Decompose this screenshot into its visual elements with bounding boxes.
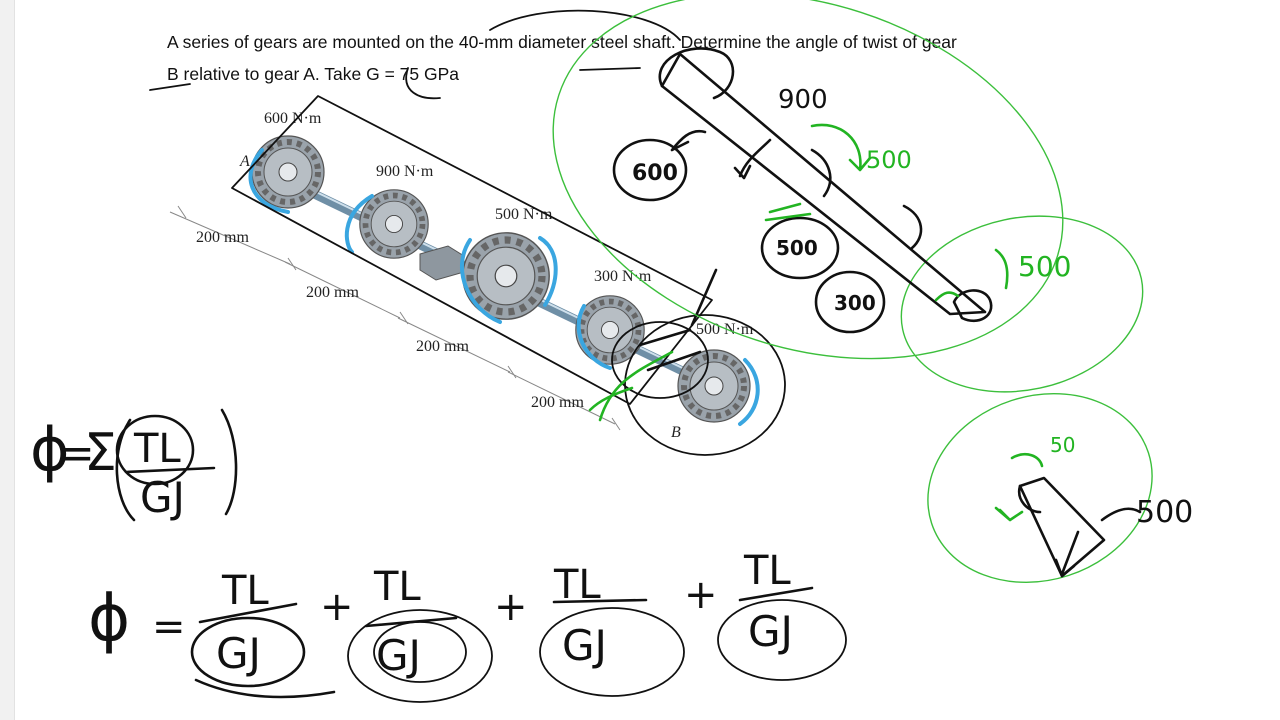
term4-num: TL xyxy=(743,548,791,594)
fbd-label-300: 300 xyxy=(834,291,876,315)
torque-arrows xyxy=(248,148,760,426)
gear-b-circle-sketch xyxy=(611,321,709,399)
formula-expanded: ϕ = TL GJ + TL GJ + TL GJ + TL GJ xyxy=(88,548,847,703)
text-scribbles xyxy=(149,9,681,100)
expanded-eq: = xyxy=(152,604,186,650)
torque-label-500: 500 N·m xyxy=(495,206,553,223)
segment-label-3: 200 mm xyxy=(416,338,469,355)
formula-phi: ϕ xyxy=(30,415,70,485)
free-body-diagram: 900 600 500 500 300 500 xyxy=(612,47,1071,334)
gear-a xyxy=(252,136,324,208)
section-label-500: 500 xyxy=(1136,495,1193,530)
gear-a-label: A xyxy=(239,153,250,170)
formula-num: TL xyxy=(133,426,181,472)
term3-den: GJ xyxy=(562,621,607,670)
dimension-lines xyxy=(169,205,621,431)
fbd-label-500-end: 500 xyxy=(1018,250,1071,283)
expanded-phi: ϕ xyxy=(88,582,130,656)
green-highlights xyxy=(552,0,1153,584)
segment-label-2: 200 mm xyxy=(306,284,359,301)
term4-den: GJ xyxy=(748,607,793,656)
formula-sum: ϕ = Σ TL GJ xyxy=(30,408,238,522)
section-label-50: 50 xyxy=(1050,433,1075,457)
fbd-shaft-sketch xyxy=(660,52,987,316)
gear-b xyxy=(678,350,750,422)
torque-label-300: 300 N·m xyxy=(594,268,652,285)
formula-eq: = xyxy=(58,428,95,479)
page-left-margin xyxy=(0,0,15,720)
segment-label-4: 200 mm xyxy=(531,394,584,411)
formula-den: GJ xyxy=(140,473,185,522)
fbd-label-500-green: 500 xyxy=(866,146,912,174)
shaft-outline-sketch xyxy=(231,95,713,405)
section-sketch: 50 500 xyxy=(994,433,1193,578)
term1-num: TL xyxy=(221,568,269,614)
fbd-label-900: 900 xyxy=(778,85,828,115)
problem-line-1: A series of gears are mounted on the 40-… xyxy=(167,32,957,52)
fbd-label-600: 600 xyxy=(632,161,678,186)
term1-den: GJ xyxy=(216,629,261,678)
shaft-figure: 600 N·m 900 N·m 500 N·m 300 N·m 500 N·m … xyxy=(169,95,786,456)
term2-den: GJ xyxy=(376,631,421,680)
gear-b-circle-sketch-outer xyxy=(624,314,786,456)
formula-sigma: Σ xyxy=(84,423,117,483)
problem-line-2: B relative to gear A. Take G = 75 GPa xyxy=(167,64,459,84)
torque-label-900: 900 N·m xyxy=(376,163,434,180)
gear-2 xyxy=(360,190,428,258)
fbd-label-500-circle: 500 xyxy=(776,236,818,260)
term2-num: TL xyxy=(373,564,421,610)
gear-b-label: B xyxy=(671,424,681,441)
segment-label-1: 200 mm xyxy=(196,229,249,246)
torque-label-600: 600 N·m xyxy=(264,110,322,127)
problem-statement: A series of gears are mounted on the 40-… xyxy=(167,26,1167,90)
plus-3: + xyxy=(684,572,718,618)
plus-2: + xyxy=(494,584,528,630)
plus-1: + xyxy=(320,584,354,630)
